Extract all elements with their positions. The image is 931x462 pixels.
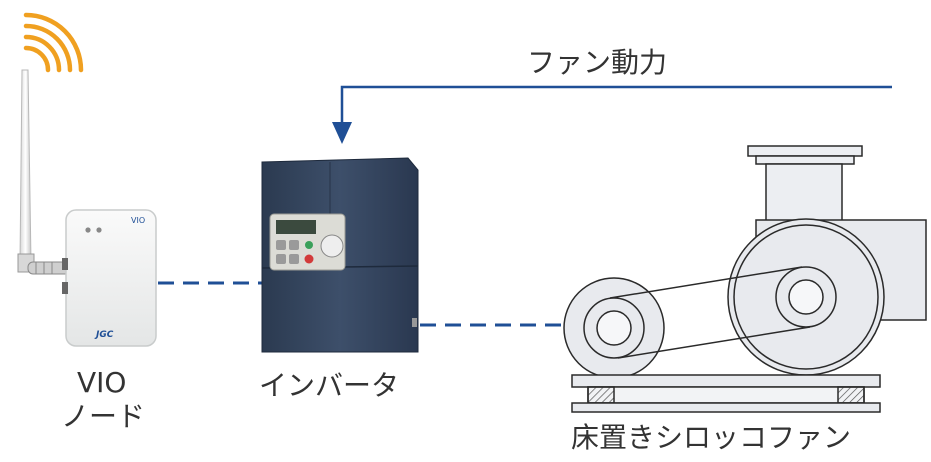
- vio-node-label-line1: VIO: [77, 366, 126, 399]
- inverter-device: [261, 157, 419, 353]
- wifi-signal-icon: [23, 12, 84, 73]
- vio-device-model: VIO: [131, 216, 145, 225]
- fan-label: 床置きシロッコファン: [571, 421, 851, 454]
- fan-power-label: ファン動力: [527, 46, 667, 79]
- antenna-icon: [17, 69, 71, 275]
- sirocco-fan: [563, 145, 927, 413]
- vio-device-brand: JGC: [94, 330, 114, 340]
- inverter-label: インバータ: [259, 369, 399, 402]
- vio-node-label-line2: ノード: [61, 400, 145, 433]
- fan-power-arrow: [332, 85, 892, 144]
- vio-node-device: VIO JGC: [62, 209, 157, 347]
